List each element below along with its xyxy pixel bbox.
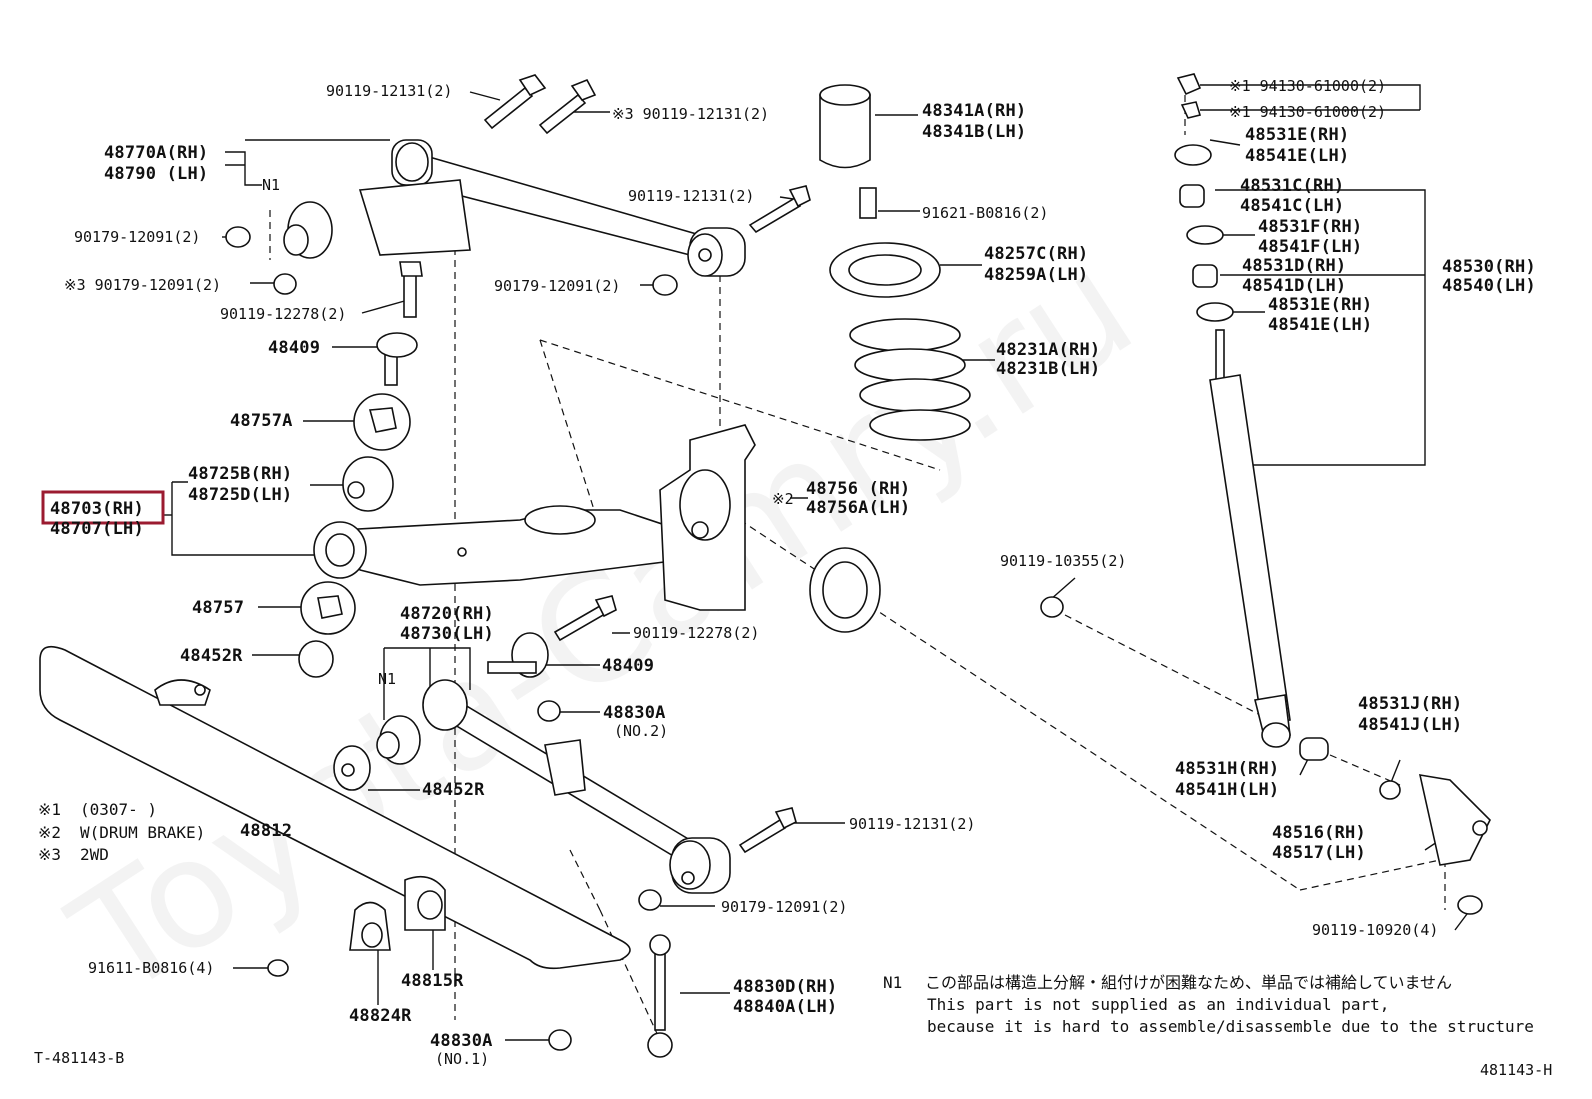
stabilizer-bar	[39, 645, 631, 977]
label-bush-48452r-a: 48452R	[180, 646, 243, 666]
rear-arm	[333, 679, 797, 911]
label-arm-lower-rh: 48703(RH)	[50, 499, 144, 519]
label-nut-48830a-no1-sub: (NO.1)	[435, 1050, 489, 1068]
label-link-rh: 48830D(RH)	[733, 977, 837, 997]
label-cam-48409-upper: 48409	[268, 338, 320, 358]
label-nut-12091-a: 90179-12091(2)	[74, 228, 200, 246]
label-cushion-d-lh: 48541D(LH)	[1242, 276, 1346, 296]
label-bolt-12278-upper: 90119-12278(2)	[220, 305, 346, 323]
label-arm-lower-lh: 48707(LH)	[50, 519, 144, 539]
label-cushion-f-rh: 48531F(RH)	[1258, 217, 1362, 237]
label-cam-48757a: 48757A	[230, 411, 293, 431]
label-bush-48725-lh: 48725D(LH)	[188, 485, 292, 505]
label-bolt-10920: 90119-10920(4)	[1312, 921, 1438, 939]
label-bracket-rh: 48516(RH)	[1272, 823, 1366, 843]
watermark: Toyota-Camry.ru	[44, 220, 1162, 1031]
label-bolt-b0816: 91621-B0816(2)	[922, 204, 1048, 222]
label-cushion-h-rh: 48531H(RH)	[1175, 759, 1279, 779]
highlight-box	[41, 490, 165, 525]
knuckle	[659, 424, 756, 611]
label-n1-upper: N1	[262, 176, 280, 194]
label-cushion-h-lh: 48541H(LH)	[1175, 780, 1279, 800]
label-arm-upper-lh: 48790 (LH)	[104, 164, 208, 184]
label-arm-rear-rh: 48720(RH)	[400, 604, 494, 624]
shock-absorber-assembly	[1040, 73, 1491, 915]
label-cushion-e2-rh: 48531E(RH)	[1268, 295, 1372, 315]
label-bolt-top-b: ※3 90119-12131(2)	[612, 105, 769, 123]
label-cushion-j-rh: 48531J(RH)	[1358, 694, 1462, 714]
part-labels: 90119-12131(2) ※3 90119-12131(2) 48770A(…	[50, 77, 1536, 1068]
label-insulator-rh: 48341A(RH)	[922, 101, 1026, 121]
label-arm-rear-lh: 48730(LH)	[400, 624, 494, 644]
cam-bolts-upper	[342, 332, 418, 512]
note-mark: N1	[883, 973, 902, 992]
label-bolt-12278-lower: 90119-12278(2)	[633, 624, 759, 642]
label-cushion-e-rh: 48531E(RH)	[1245, 125, 1349, 145]
label-spring-rh: 48231A(RH)	[996, 340, 1100, 360]
label-insulator-lh: 48341B(LH)	[922, 122, 1026, 142]
legend-mark-1: ※1	[38, 800, 61, 819]
label-nut-48830a-no2-sub: (NO.2)	[614, 722, 668, 740]
label-cushion-d-rh: 48531D(RH)	[1242, 256, 1346, 276]
label-bolt-12131-mid: 90119-12131(2)	[628, 187, 754, 205]
label-spacer-rh: 48756 (RH)	[806, 479, 910, 499]
label-cam-48409-lower: 48409	[602, 656, 654, 676]
label-nut-61000-b: ※1 94130-61000(2)	[1229, 103, 1386, 121]
label-bracket-lh: 48517(LH)	[1272, 843, 1366, 863]
stabilizer-link	[548, 934, 673, 1058]
label-cushion-c-lh: 48541C(LH)	[1240, 196, 1344, 216]
label-spring-lh: 48231B(LH)	[996, 359, 1100, 379]
label-shock-rh: 48530(RH)	[1442, 257, 1536, 277]
legend-mark-3: ※3	[38, 845, 61, 864]
label-cushion-e-lh: 48541E(LH)	[1245, 146, 1349, 166]
label-bolt-top-a: 90119-12131(2)	[326, 82, 452, 100]
upper-bolts	[225, 74, 811, 318]
note-english-2: because it is hard to assemble/disassemb…	[927, 1017, 1534, 1036]
label-cushion-f-lh: 48541F(LH)	[1258, 237, 1362, 257]
note-english-1: This part is not supplied as an individu…	[927, 995, 1389, 1014]
label-n1-lower: N1	[378, 670, 396, 688]
legend-text-2: W(DRUM BRAKE)	[80, 823, 205, 842]
label-bolt-b0816-low: 91611-B0816(4)	[88, 959, 214, 977]
label-nut-48830a-no2: 48830A	[603, 703, 666, 723]
label-cushion-c-rh: 48531C(RH)	[1240, 176, 1344, 196]
label-bush-48452r-b: 48452R	[422, 780, 485, 800]
label-spacer-lh: 48756A(LH)	[806, 498, 910, 518]
label-bolt-12131-low: 90119-12131(2)	[849, 815, 975, 833]
label-bracket-48824r: 48824R	[349, 1006, 412, 1026]
note-japanese: この部品は構造上分解・組付けが困難なため、単品では補給していません	[925, 973, 1452, 992]
label-cushion-j-lh: 48541J(LH)	[1358, 715, 1462, 735]
label-arm-upper-rh: 48770A(RH)	[104, 143, 208, 163]
label-shock-lh: 48540(LH)	[1442, 276, 1536, 296]
label-bush-48725-rh: 48725B(RH)	[188, 464, 292, 484]
label-link-lh: 48840A(LH)	[733, 997, 837, 1017]
label-seat-rh: 48257C(RH)	[984, 244, 1088, 264]
label-cam-48757: 48757	[192, 598, 244, 618]
label-nut-61000-a: ※1 94130-61000(2)	[1229, 77, 1386, 95]
label-nut-12091-mid: 90179-12091(2)	[494, 277, 620, 295]
label-bolt-10355: 90119-10355(2)	[1000, 552, 1126, 570]
label-bush-48815r: 48815R	[401, 971, 464, 991]
legend-text-3: 2WD	[80, 845, 109, 864]
legend-mark-2: ※2	[38, 823, 61, 842]
note-n1: N1 この部品は構造上分解・組付けが困難なため、単品では補給していません Thi…	[883, 973, 1534, 1036]
label-cushion-e2-lh: 48541E(LH)	[1268, 315, 1372, 335]
label-spacer-mark: ※2	[772, 490, 794, 508]
label-stabilizer-bar: 48812	[240, 821, 292, 841]
figure-ref: 481143-H	[1480, 1061, 1552, 1079]
coil-spring-assembly	[809, 84, 971, 633]
figure-code: T-481143-B	[34, 1049, 124, 1067]
legend: ※1 (0307- ) ※2 W(DRUM BRAKE) ※3 2WD	[38, 800, 205, 864]
label-nut-12091-low: 90179-12091(2)	[721, 898, 847, 916]
label-nut-48830a-no1: 48830A	[430, 1031, 493, 1051]
cam-and-bushes-lower	[298, 581, 617, 722]
label-seat-lh: 48259A(LH)	[984, 265, 1088, 285]
legend-text-1: (0307- )	[80, 800, 157, 819]
label-nut-12091-b: ※3 90179-12091(2)	[64, 276, 221, 294]
upper-control-arm	[283, 139, 746, 277]
